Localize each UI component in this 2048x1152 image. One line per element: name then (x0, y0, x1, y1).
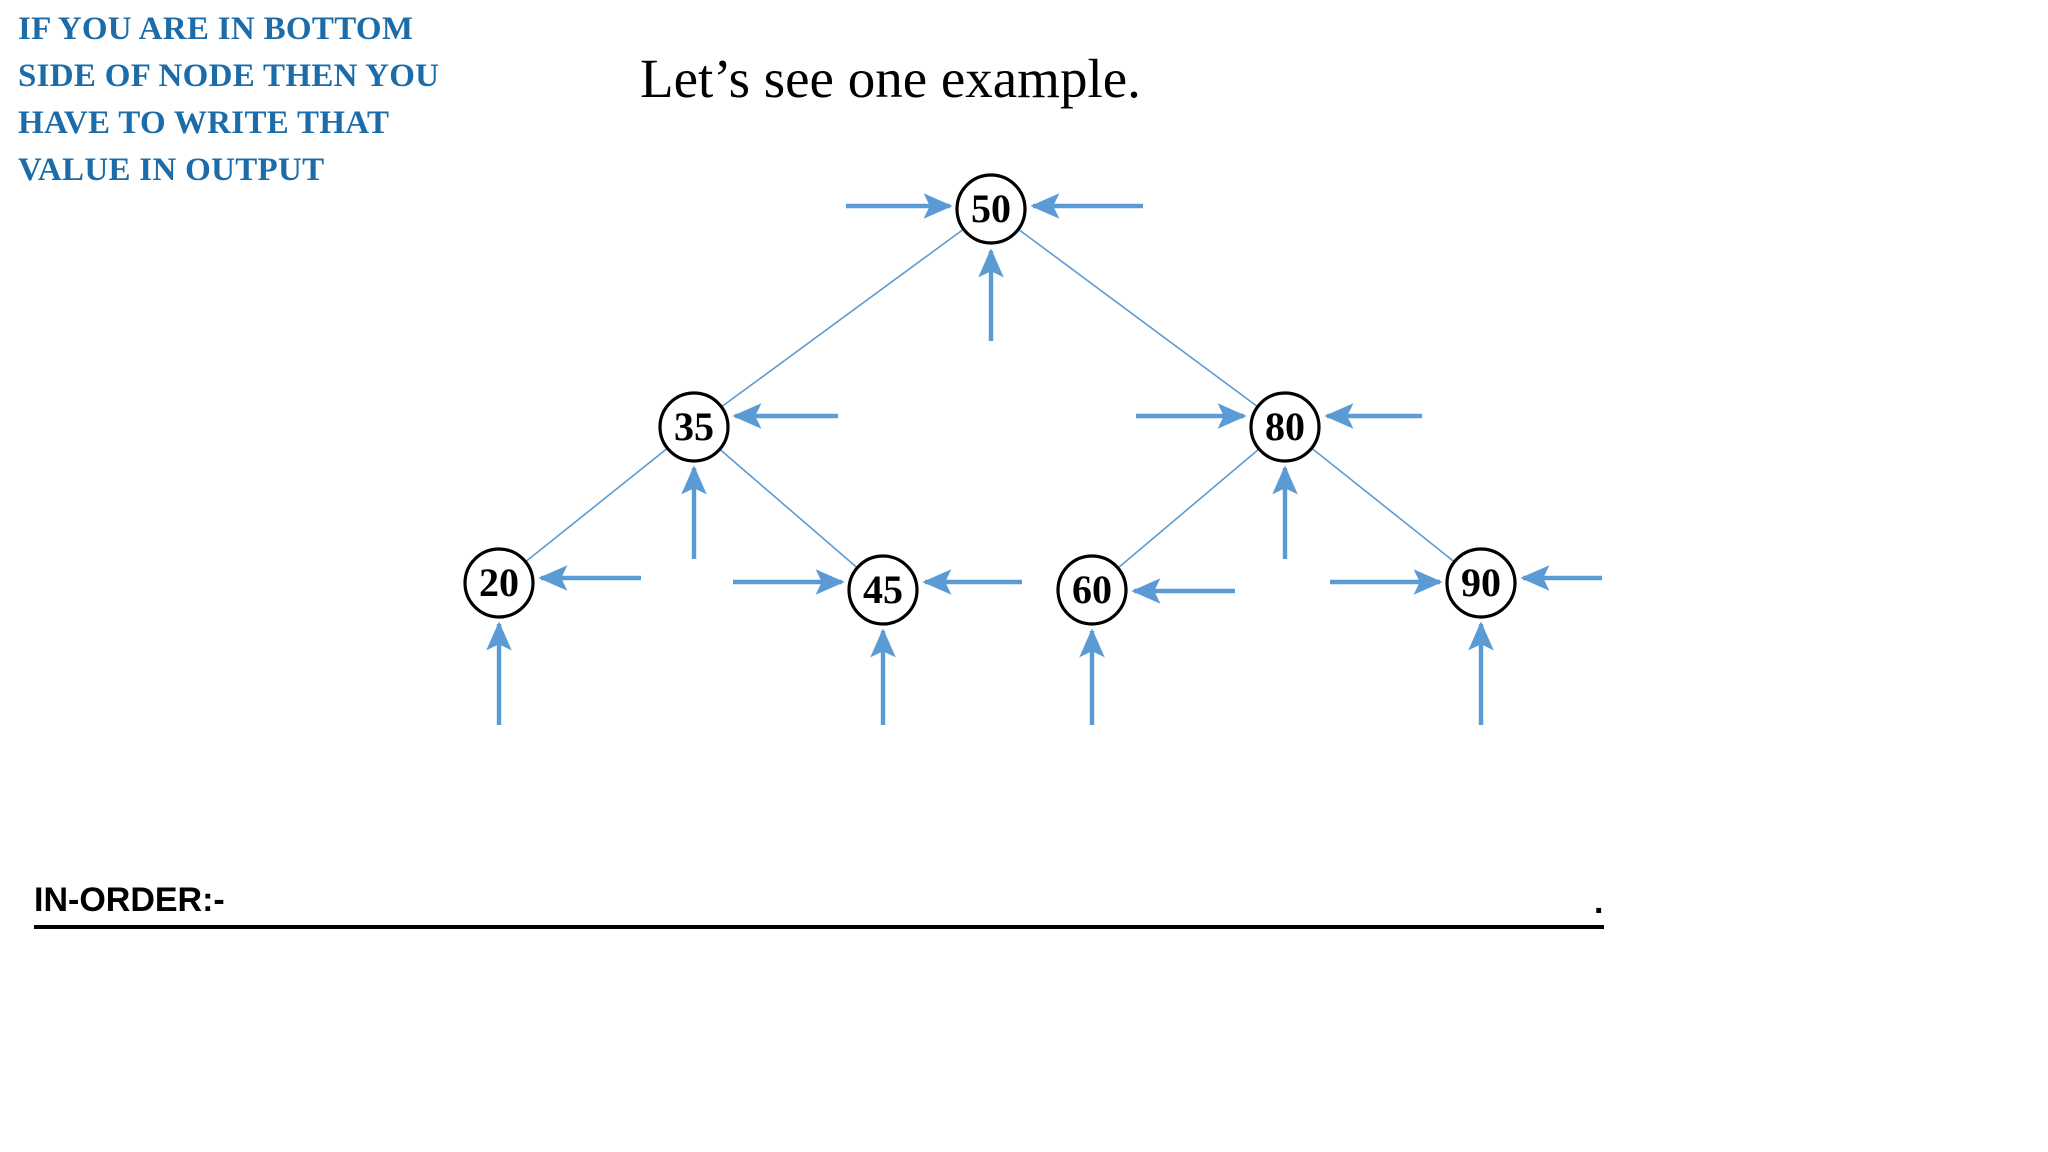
tree-node-group: 50 35 80 20 45 60 90 (463, 173, 1517, 626)
node-circle (463, 547, 535, 619)
page-title: Let’s see one example. (640, 48, 1141, 109)
tree-edge (721, 229, 964, 407)
node-circle (955, 173, 1027, 245)
tree-edge (1118, 448, 1259, 569)
node-circle (1056, 554, 1128, 626)
node-circle (1249, 391, 1321, 463)
tree-node-45[interactable]: 45 (847, 554, 919, 626)
node-circle (847, 554, 919, 626)
node-value-label: 80 (1265, 404, 1305, 449)
node-value-label: 90 (1461, 560, 1501, 605)
tree-node-80[interactable]: 80 (1249, 391, 1321, 463)
inorder-answer-rule (34, 925, 1604, 929)
node-value-label: 35 (674, 404, 714, 449)
tree-node-20[interactable]: 20 (463, 547, 535, 619)
node-circle (1445, 547, 1517, 619)
inorder-label: IN-ORDER:- (34, 881, 225, 919)
tree-node-50[interactable]: 50 (955, 173, 1027, 245)
node-circle (658, 391, 730, 463)
tree-edge (1018, 229, 1258, 407)
tree-node-35[interactable]: 35 (658, 391, 730, 463)
tree-edge-group (525, 229, 1455, 569)
tree-edge (1311, 448, 1455, 562)
node-value-label: 45 (863, 567, 903, 612)
tree-svg: 50 35 80 20 45 60 90 (463, 173, 1602, 725)
inorder-answer-block: IN-ORDER:- . (0, 880, 2048, 960)
tree-node-60[interactable]: 60 (1056, 554, 1128, 626)
traversal-arrow-group (486, 193, 1602, 725)
tree-edge (525, 448, 668, 562)
instruction-note: IF YOU ARE IN BOTTOM SIDE OF NODE THEN Y… (18, 11, 440, 188)
inorder-trailing-period: . (1594, 883, 1604, 921)
binary-tree-diagram: 50 35 80 20 45 60 90 (463, 173, 1602, 725)
tree-edge (719, 449, 858, 568)
node-value-label: 60 (1072, 567, 1112, 612)
node-value-label: 20 (479, 560, 519, 605)
node-value-label: 50 (971, 186, 1011, 231)
tree-node-90[interactable]: 90 (1445, 547, 1517, 619)
